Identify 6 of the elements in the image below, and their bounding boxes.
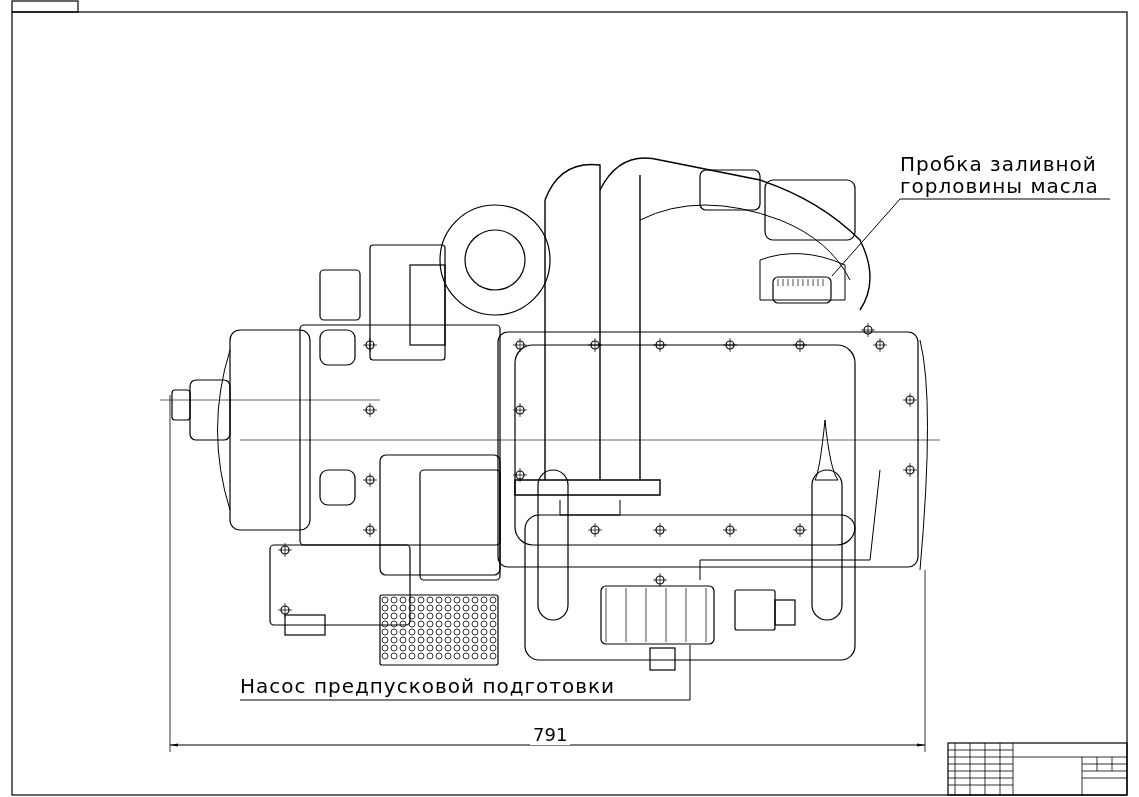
filler-cap — [772, 276, 832, 304]
leader-line — [831, 198, 1111, 277]
leader-line — [239, 644, 691, 701]
callout-label: Насос предпусковой подготовки — [240, 675, 690, 700]
callout-label: Пробка заливной горловины масла — [900, 153, 1110, 199]
pre-start-pump — [600, 585, 715, 645]
